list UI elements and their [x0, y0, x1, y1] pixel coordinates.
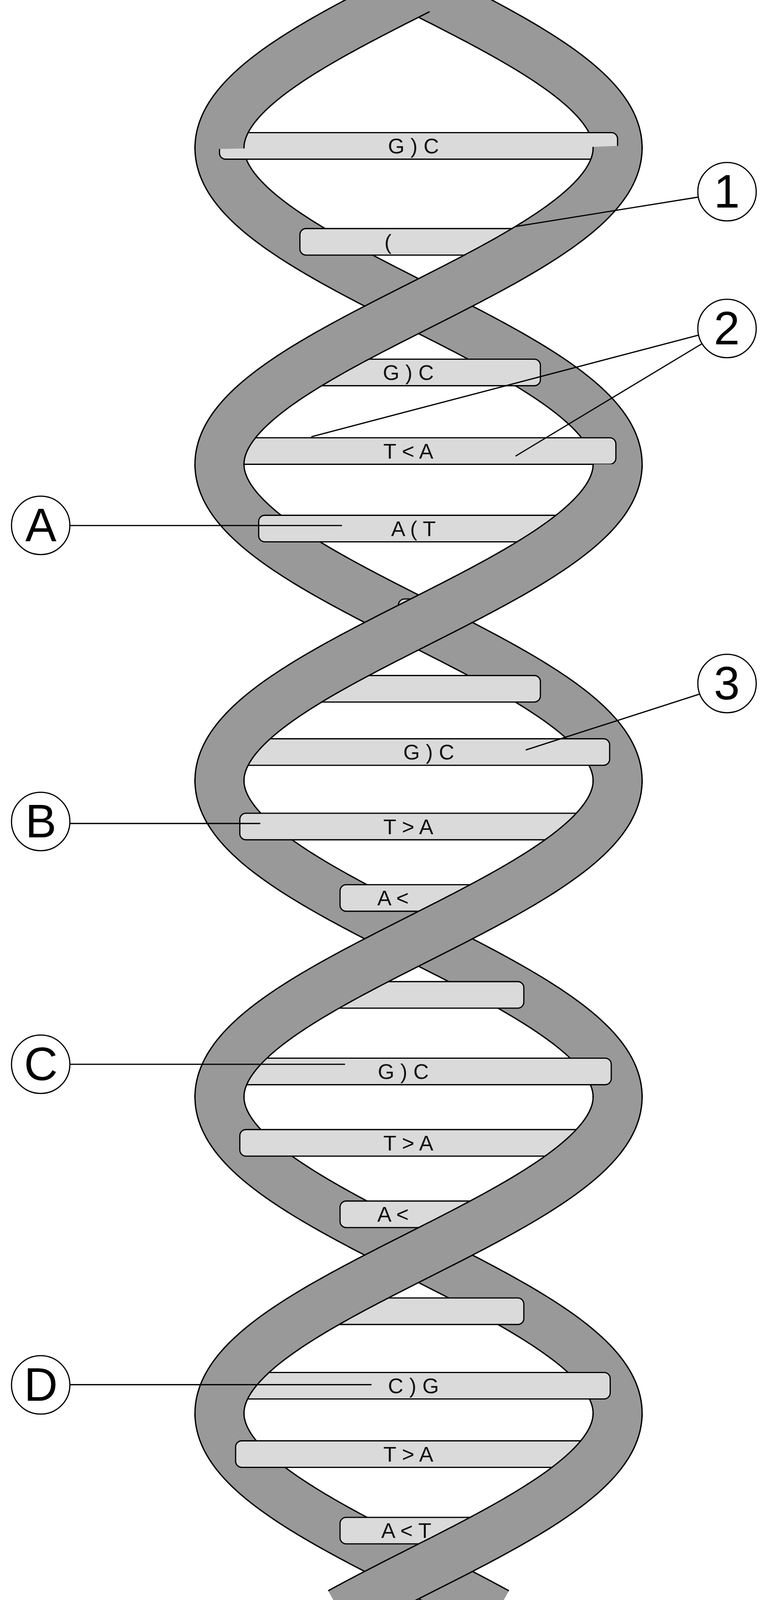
leader-line: [515, 196, 700, 227]
callout-outline: [11, 496, 70, 555]
callout-label: A: [25, 499, 57, 552]
callout-circle: 3: [696, 653, 758, 715]
back-strand: [194, 0, 643, 1600]
strand-edge: [243, 464, 643, 782]
base-pair-label: A ( T: [391, 517, 436, 540]
strand-ribbon: [194, 464, 643, 784]
strand-ribbon: [194, 1093, 643, 1418]
strand-edge: [194, 147, 594, 469]
base-pair-label: T < A: [383, 440, 434, 462]
front-strand: [194, 0, 643, 1600]
strand-ribbon: [407, 0, 643, 150]
callout-outline: [697, 162, 757, 222]
base-pair-rung: [239, 1129, 598, 1157]
callout-circle: A: [10, 494, 72, 556]
callout-label: B: [25, 795, 57, 848]
base-pair-rung: [225, 1057, 612, 1085]
strand-ribbon: [194, 779, 643, 1099]
strand-edge: [194, 0, 408, 150]
callout-circle: D: [10, 1354, 72, 1416]
base-pair-label: T > A: [383, 816, 434, 838]
callout-label: D: [24, 1359, 58, 1411]
base-pair-rung: [227, 738, 610, 766]
base-pair-label: C ) G: [387, 1375, 439, 1397]
callout-label: C: [24, 1038, 58, 1091]
base-pair-label: T > A: [383, 1132, 434, 1154]
base-pair-label: A <: [377, 887, 409, 909]
leader-line: [69, 525, 342, 527]
leader-lines: [69, 196, 704, 1385]
strand-edge: [243, 779, 643, 1098]
callout-label: 3: [714, 657, 741, 710]
strand-ribbon: [328, 1413, 643, 1600]
strand-edge: [243, 145, 643, 467]
callout-outline: [11, 1355, 70, 1415]
callout-circle: C: [10, 1033, 72, 1095]
base-pair-label: A <: [377, 1203, 409, 1225]
base-pair-label: T > A: [383, 1443, 434, 1465]
base-pair-label: G ) C: [403, 741, 455, 763]
strand-edge: [194, 780, 594, 1099]
strand-edge: [243, 1093, 643, 1415]
leader-line: [69, 1384, 372, 1386]
strand-edge: [328, 1413, 594, 1591]
callout-outline: [697, 299, 757, 358]
strand-edge: [194, 1095, 594, 1418]
callout-circle: B: [10, 791, 72, 853]
base-pair-label: G ) C: [382, 361, 434, 384]
strand-edge: [243, 11, 430, 149]
leader-line: [525, 693, 701, 750]
base-pair-label: G ) C: [377, 1060, 429, 1083]
base-pair-label: G ) C: [387, 135, 439, 157]
strand-ribbon: [194, 464, 643, 784]
leader-line: [311, 334, 701, 437]
strand-edge: [194, 464, 594, 784]
callout-label: 1: [714, 166, 741, 218]
base-pair-label: A < T: [381, 1519, 432, 1542]
strand-edge: [351, 1413, 643, 1600]
strand-edge: [407, 11, 594, 149]
base-pair-rung: [226, 1372, 611, 1399]
callout-circle: 2: [696, 298, 758, 359]
callout-label: 2: [714, 302, 741, 355]
callout-outline: [11, 792, 70, 851]
strand-ribbon: [194, 779, 643, 1099]
strand-edge: [429, 0, 643, 150]
strand-ribbon: [194, 1093, 643, 1418]
base-pair-rung: [219, 132, 618, 160]
leader-line: [515, 342, 704, 456]
base-pair-rung: [221, 437, 616, 465]
base-pair-rung: [235, 1440, 602, 1468]
leader-line: [69, 822, 261, 824]
callout-outline: [697, 654, 757, 713]
strand-ribbon: [194, 0, 430, 150]
callout-circle: 1: [696, 161, 758, 223]
leader-line: [69, 1063, 346, 1065]
callout-outline: [11, 1035, 70, 1094]
base-pair-label: (: [384, 231, 392, 253]
base-pair-rung: [239, 813, 598, 840]
